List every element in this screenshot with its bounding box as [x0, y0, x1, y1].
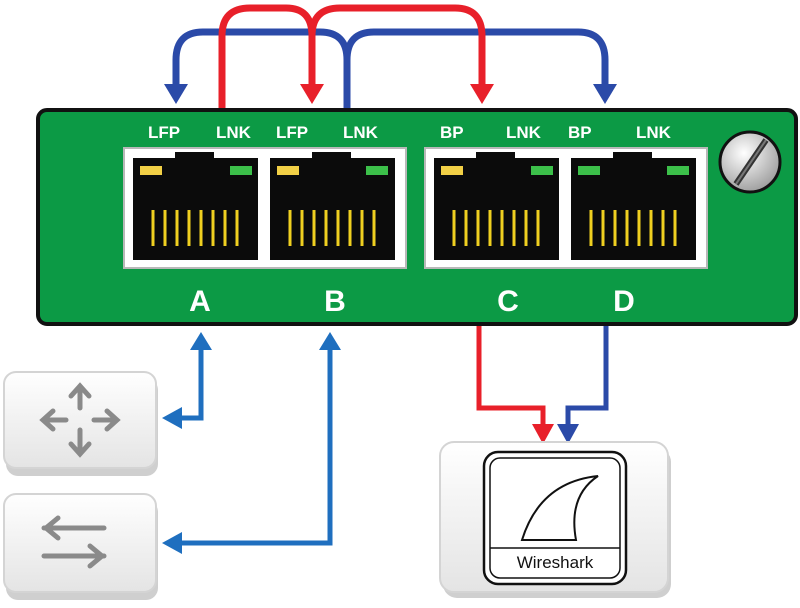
- port-b-lnk-label: LNK: [343, 123, 379, 142]
- rj45-port-d[interactable]: [571, 152, 696, 260]
- port-a-lfp-label: LFP: [148, 123, 180, 142]
- link-a-router: [180, 348, 204, 421]
- port-letter-d: D: [613, 285, 635, 318]
- screw-icon: [718, 130, 782, 194]
- port-c-bp-label: BP: [440, 123, 464, 142]
- blue-loop-a: [172, 28, 351, 108]
- arrow-up-a: [190, 332, 212, 350]
- blue-arrowhead-d: [593, 84, 617, 104]
- red-loop-b: [218, 4, 316, 108]
- port-d-lnk-label: LNK: [636, 123, 672, 142]
- arrow-left-switch: [162, 532, 182, 554]
- port-a-lnk-label: LNK: [216, 123, 252, 142]
- wireshark-label: Wireshark: [517, 553, 594, 572]
- arrow-down-blue: [557, 424, 579, 444]
- link-c-monitor: [476, 326, 546, 426]
- red-arrowhead-b: [300, 84, 324, 104]
- arrow-left-router: [162, 407, 182, 429]
- port-c-lnk-label: LNK: [506, 123, 542, 142]
- router-device[interactable]: [3, 371, 158, 476]
- blue-loop-d: [343, 28, 609, 108]
- link-b-switch: [180, 348, 333, 546]
- port-letter-a: A: [189, 285, 211, 318]
- switch-icon: [41, 515, 107, 569]
- rj45-port-c[interactable]: [434, 152, 559, 260]
- red-loop-c: [308, 4, 486, 90]
- router-icon: [39, 382, 121, 458]
- port-b-lfp-label: LFP: [276, 123, 308, 142]
- monitor-device[interactable]: Wireshark: [439, 441, 671, 598]
- link-d-monitor: [565, 326, 609, 426]
- arrow-up-b: [319, 332, 341, 350]
- blue-arrowhead-a: [164, 84, 188, 104]
- red-arrowhead-c: [470, 84, 494, 104]
- port-d-bp-label: BP: [568, 123, 592, 142]
- switch-device[interactable]: [3, 493, 158, 600]
- port-letter-b: B: [324, 285, 346, 318]
- rj45-port-b[interactable]: [270, 152, 395, 260]
- wireshark-logo-icon: [482, 450, 628, 586]
- arrow-down-red: [532, 424, 554, 444]
- rj45-port-a[interactable]: [133, 152, 258, 260]
- port-letter-c: C: [497, 285, 519, 318]
